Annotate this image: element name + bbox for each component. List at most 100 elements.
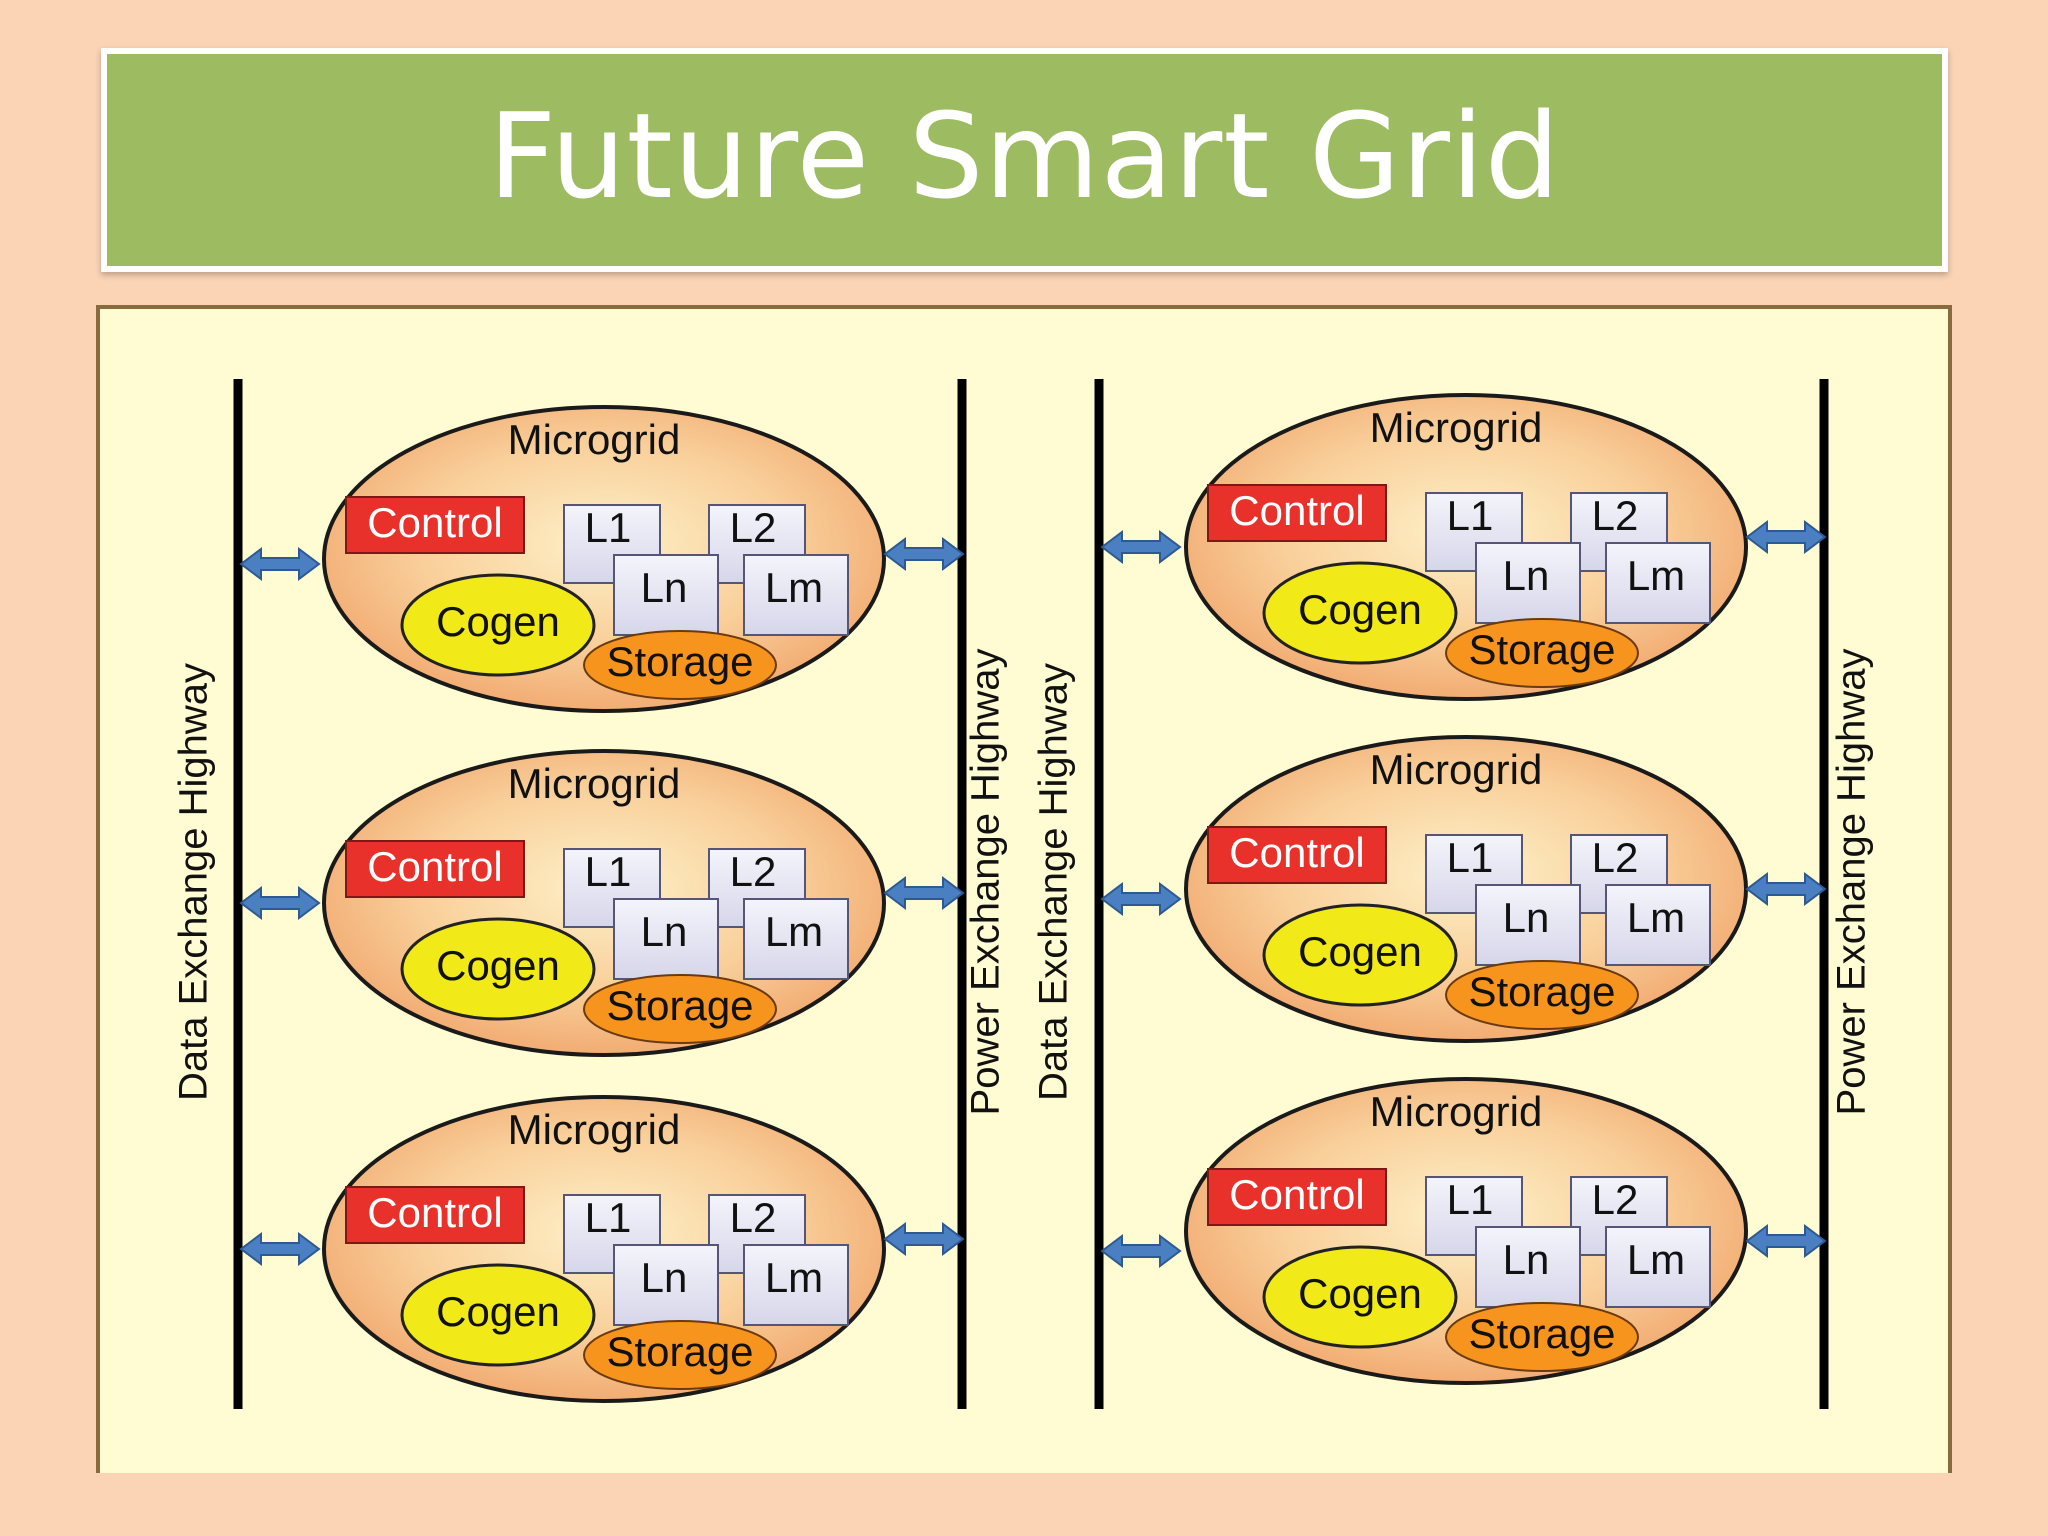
- cogen-label: Cogen: [1298, 1270, 1422, 1317]
- right_system-data-exchange-arrow-2: [1100, 882, 1182, 916]
- storage-ellipse: [583, 1320, 777, 1390]
- load-l1-label: L1: [585, 1194, 632, 1241]
- load-l2-label: L2: [730, 1194, 777, 1241]
- load-ln-box: [1475, 884, 1581, 966]
- load-ln-label: Ln: [641, 908, 688, 955]
- load-l1-box: [563, 1194, 661, 1274]
- control-box: [345, 496, 525, 554]
- load-lm-box: [1605, 542, 1711, 624]
- storage-ellipse: [583, 630, 777, 700]
- load-l1-label: L1: [585, 848, 632, 895]
- cogen-ellipse: [1262, 561, 1458, 665]
- load-ln-label: Ln: [1503, 894, 1550, 941]
- slide-title: Future Smart Grid: [488, 87, 1561, 225]
- cogen-label: Cogen: [436, 1288, 560, 1335]
- load-ln-label: Ln: [641, 1254, 688, 1301]
- microgrid-label: Microgrid: [508, 760, 681, 807]
- storage-ellipse: [583, 974, 777, 1044]
- load-l2-label: L2: [1592, 834, 1639, 881]
- left_system-power-exchange-arrow-2: [883, 876, 965, 910]
- load-ln-label: Ln: [641, 564, 688, 611]
- control-box: [345, 840, 525, 898]
- load-lm-label: Lm: [765, 564, 823, 611]
- title-banner: Future Smart Grid: [101, 48, 1948, 272]
- control-label: Control: [1229, 487, 1364, 534]
- microgrid-label: Microgrid: [508, 416, 681, 463]
- storage-ellipse: [1445, 618, 1639, 688]
- load-l2-label: L2: [1592, 492, 1639, 539]
- microgrid-label: Microgrid: [1370, 746, 1543, 793]
- cogen-ellipse: [1262, 903, 1458, 1007]
- load-l2-label: L2: [730, 848, 777, 895]
- cogen-ellipse: [400, 573, 596, 677]
- left_system-power-exchange-arrow-1: [883, 537, 965, 571]
- load-ln-box: [1475, 542, 1581, 624]
- right_system-power-exchange-arrow-3: [1745, 1224, 1827, 1258]
- cogen-label: Cogen: [436, 942, 560, 989]
- control-box: [1207, 484, 1387, 542]
- load-l1-label: L1: [1447, 834, 1494, 881]
- load-l2-label: L2: [1592, 1176, 1639, 1223]
- load-lm-box: [743, 898, 849, 980]
- storage-label: Storage: [1468, 626, 1615, 673]
- storage-label: Storage: [606, 982, 753, 1029]
- control-label: Control: [1229, 829, 1364, 876]
- storage-label: Storage: [606, 638, 753, 685]
- cogen-ellipse: [400, 1263, 596, 1367]
- load-l2-label: L2: [730, 504, 777, 551]
- load-lm-box: [743, 1244, 849, 1326]
- storage-label: Storage: [606, 1328, 753, 1375]
- load-ln-label: Ln: [1503, 1236, 1550, 1283]
- load-lm-label: Lm: [1627, 552, 1685, 599]
- load-lm-label: Lm: [1627, 894, 1685, 941]
- load-ln-box: [613, 898, 719, 980]
- load-l1-label: L1: [1447, 1176, 1494, 1223]
- control-box: [345, 1186, 525, 1244]
- load-l1-label: L1: [1447, 492, 1494, 539]
- left_system-power-exchange-arrow-3: [883, 1222, 965, 1256]
- control-label: Control: [367, 1189, 502, 1236]
- microgrid-label: Microgrid: [1370, 1088, 1543, 1135]
- left_system-data-exchange-arrow-3: [239, 1232, 321, 1266]
- load-lm-label: Lm: [1627, 1236, 1685, 1283]
- cogen-label: Cogen: [1298, 928, 1422, 975]
- left_system-power-highway-label: Power Exchange Highway: [964, 649, 1008, 1116]
- left_system-data-exchange-arrow-2: [239, 886, 321, 920]
- microgrid-label: Microgrid: [1370, 404, 1543, 451]
- left_system-data-exchange-arrow-1: [239, 547, 321, 581]
- diagram-panel: Data Exchange Highway Power Exchange High…: [96, 305, 1952, 1473]
- control-box: [1207, 1168, 1387, 1226]
- right_system-data-exchange-arrow-1: [1100, 530, 1182, 564]
- storage-ellipse: [1445, 960, 1639, 1030]
- right_system-data-exchange-arrow-3: [1100, 1234, 1182, 1268]
- load-l1-label: L1: [585, 504, 632, 551]
- right_system-data-highway-label: Data Exchange Highway: [1032, 663, 1076, 1101]
- right_system-power-exchange-arrow-1: [1745, 520, 1827, 554]
- load-lm-box: [1605, 884, 1711, 966]
- load-lm-label: Lm: [765, 1254, 823, 1301]
- control-label: Control: [1229, 1171, 1364, 1218]
- cogen-label: Cogen: [436, 598, 560, 645]
- smart-grid-diagram: Data Exchange Highway Power Exchange High…: [172, 379, 1874, 1409]
- cogen-ellipse: [400, 917, 596, 1021]
- control-label: Control: [367, 843, 502, 890]
- load-ln-box: [613, 554, 719, 636]
- right_system-power-highway-label: Power Exchange Highway: [1830, 649, 1874, 1116]
- left_system-data-highway-label: Data Exchange Highway: [172, 663, 216, 1101]
- microgrid-label: Microgrid: [508, 1106, 681, 1153]
- storage-ellipse: [1445, 1302, 1639, 1372]
- cogen-label: Cogen: [1298, 586, 1422, 633]
- cogen-ellipse: [1262, 1245, 1458, 1349]
- control-label: Control: [367, 499, 502, 546]
- right_system-power-exchange-arrow-2: [1745, 872, 1827, 906]
- storage-label: Storage: [1468, 1310, 1615, 1357]
- storage-label: Storage: [1468, 968, 1615, 1015]
- control-box: [1207, 826, 1387, 884]
- load-lm-box: [743, 554, 849, 636]
